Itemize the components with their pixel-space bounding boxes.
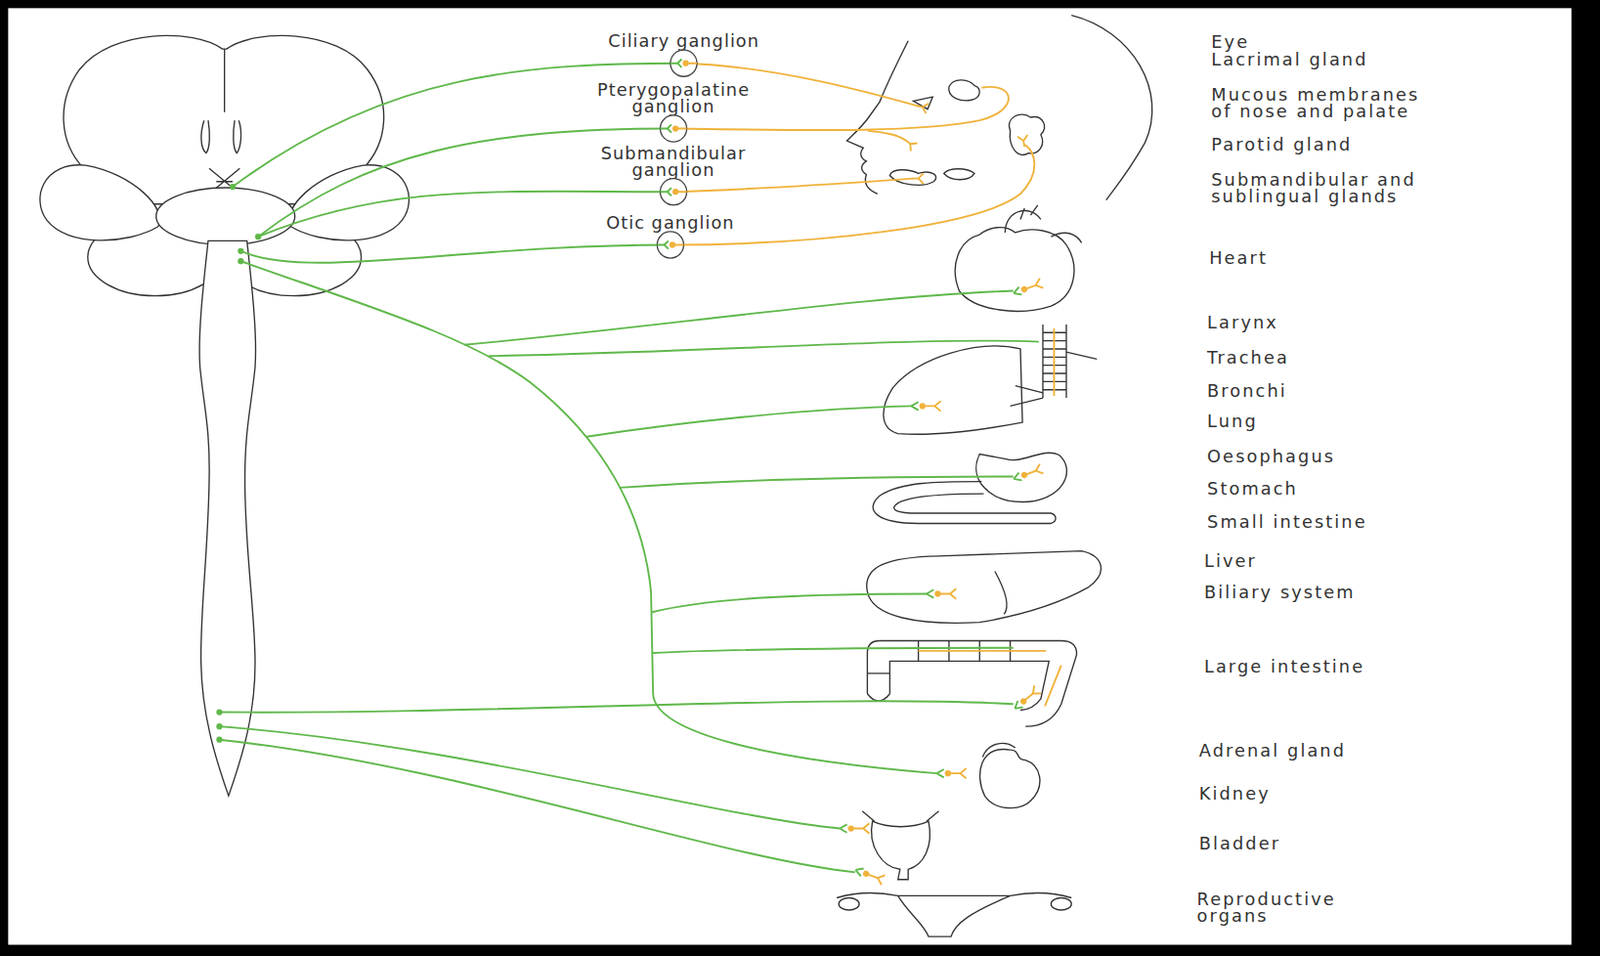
synapse-marks xyxy=(839,278,1043,885)
synapse-fork xyxy=(656,240,668,249)
colon-nerve xyxy=(918,650,1062,706)
ganglion-node: Submandibular ganglion xyxy=(571,144,777,207)
organ-label: Parotid gland xyxy=(1210,136,1352,154)
fissure xyxy=(223,48,225,113)
salivary-glands xyxy=(889,169,975,186)
ganglion-label: Submandibular ganglion xyxy=(571,144,777,177)
ganglion-outline xyxy=(670,49,697,77)
organ-label: Bladder xyxy=(1199,835,1281,853)
ganglion-outline xyxy=(656,231,684,259)
parotid-gland xyxy=(1009,114,1045,155)
ganglion-circle xyxy=(655,230,685,260)
organ-label: Heart xyxy=(1209,250,1268,267)
organ-label: Biliary system xyxy=(1204,583,1356,601)
ganglion-cell xyxy=(683,60,690,67)
preganglionic-fibres xyxy=(216,63,1038,873)
kidney xyxy=(980,749,1040,809)
ovary xyxy=(838,898,860,911)
organ-label: Reproductive organs xyxy=(1197,890,1351,923)
organ-label: Stomach xyxy=(1207,480,1298,498)
ganglion-outline xyxy=(659,115,687,142)
organ-label: Mucous membranes of nose and palate xyxy=(1210,86,1441,120)
organ-label: Trachea xyxy=(1207,348,1290,366)
ganglion-label: Pterygopalatine ganglion xyxy=(571,82,777,115)
ganglion-node: Ciliary ganglion xyxy=(607,32,760,78)
synapse-fork xyxy=(670,59,682,68)
organ-drawings xyxy=(836,205,1101,937)
synapse-fork xyxy=(659,124,671,132)
ganglion-label: Otic ganglion xyxy=(605,214,735,231)
organ-label: Liver xyxy=(1204,553,1257,570)
temporal-lobe-left xyxy=(40,165,161,241)
brain-drawing xyxy=(40,35,410,796)
organ-label: Eye xyxy=(1210,33,1250,50)
lacrimal-gland xyxy=(949,80,980,101)
organ-label: Lacrimal gland xyxy=(1210,50,1368,68)
ganglion-node: Pterygopalatine ganglion xyxy=(571,82,777,144)
ganglion-circle xyxy=(658,114,688,143)
uterus xyxy=(836,893,1072,938)
ganglion-cell xyxy=(672,188,679,195)
adrenal xyxy=(982,743,1015,758)
ganglion-circle xyxy=(658,177,688,207)
great-vessels xyxy=(1004,205,1082,244)
trachea xyxy=(1010,324,1098,407)
page-ground xyxy=(7,7,1571,945)
ganglion-outline xyxy=(659,178,687,206)
small-intestine xyxy=(872,481,1056,524)
organ-label: Oesophagus xyxy=(1207,447,1336,465)
ovary xyxy=(1050,898,1072,911)
organ-label: Lung xyxy=(1207,413,1258,431)
pons xyxy=(156,187,296,245)
gallbladder xyxy=(994,571,1007,615)
organ-label: Adrenal gland xyxy=(1199,742,1346,760)
ganglion-node: Otic ganglion xyxy=(605,214,735,260)
organ-label: Small intestine xyxy=(1207,513,1368,530)
head-drawing xyxy=(847,15,1153,201)
bladder xyxy=(871,821,931,879)
heart xyxy=(954,227,1075,312)
trachea-nerve xyxy=(1053,328,1056,396)
ureters xyxy=(862,811,939,822)
large-intestine xyxy=(866,640,1077,727)
organ-label: Bronchi xyxy=(1207,382,1288,399)
organ-label: Larynx xyxy=(1207,313,1279,331)
liver xyxy=(866,551,1102,624)
ganglion-label: Ciliary ganglion xyxy=(607,32,760,49)
lung xyxy=(883,345,1023,434)
synapse-fork xyxy=(659,187,671,196)
ganglion-circle xyxy=(669,48,698,78)
head-outline xyxy=(1071,15,1153,201)
olfactory-tracts xyxy=(201,120,242,153)
ganglion-cell xyxy=(669,241,676,248)
organ-label: Kidney xyxy=(1199,785,1271,803)
organ-label: Large intestine xyxy=(1204,657,1365,675)
organ-label: Submandibular and sublingual glands xyxy=(1210,171,1441,204)
ganglion-cell xyxy=(672,125,679,131)
